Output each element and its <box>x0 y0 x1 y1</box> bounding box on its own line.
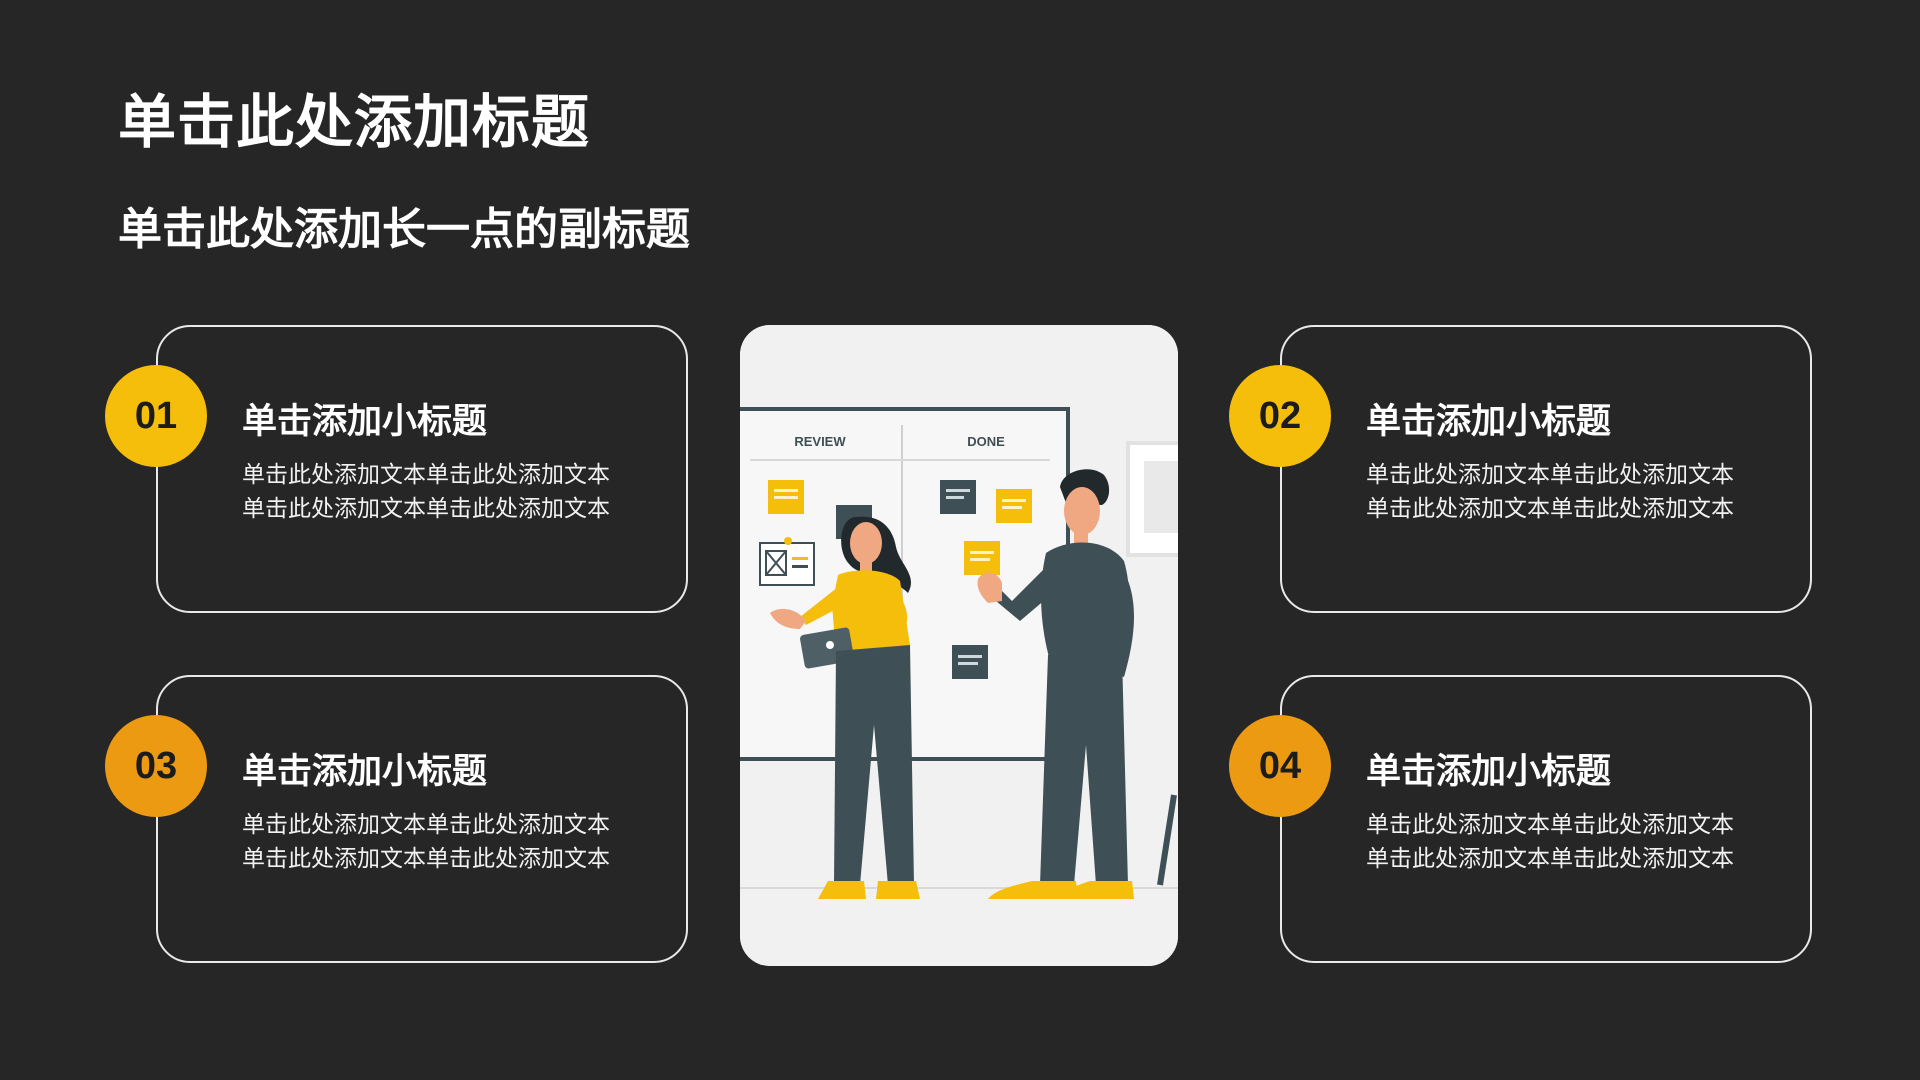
card-02-body-line: 单击此处添加文本单击此处添加文本 <box>1366 462 1734 488</box>
sticky-note-icon <box>768 480 804 514</box>
card-04-number-badge: 04 <box>1229 715 1331 817</box>
sticky-note-icon <box>940 480 976 514</box>
team-kanban-illustration[interactable]: REVIEW DONE <box>740 325 1178 966</box>
card-02-number-badge: 02 <box>1229 365 1331 467</box>
card-03-body[interactable]: 单击此处添加文本单击此处添加文本 单击此处添加文本单击此处添加文本 <box>242 808 642 876</box>
illustration-svg: REVIEW DONE <box>740 325 1178 966</box>
card-02-body[interactable]: 单击此处添加文本单击此处添加文本 单击此处添加文本单击此处添加文本 <box>1366 458 1766 526</box>
card-01-body-line: 单击此处添加文本单击此处添加文本 <box>242 462 610 488</box>
card-04-body[interactable]: 单击此处添加文本单击此处添加文本 单击此处添加文本单击此处添加文本 <box>1366 808 1766 876</box>
card-02[interactable] <box>1280 325 1812 613</box>
card-04-body-line: 单击此处添加文本单击此处添加文本 <box>1366 846 1734 872</box>
card-03-body-line: 单击此处添加文本单击此处添加文本 <box>242 846 610 872</box>
card-03-number-badge: 03 <box>105 715 207 817</box>
card-01-body-line: 单击此处添加文本单击此处添加文本 <box>242 496 610 522</box>
card-02-body-line: 单击此处添加文本单击此处添加文本 <box>1366 496 1734 522</box>
card-02-heading[interactable]: 单击添加小标题 <box>1366 402 1612 442</box>
card-04[interactable] <box>1280 675 1812 963</box>
board-column-done: DONE <box>967 434 1005 449</box>
card-01-number-badge: 01 <box>105 365 207 467</box>
board-column-review: REVIEW <box>794 434 846 449</box>
card-01[interactable] <box>156 325 688 613</box>
sticky-note-icon <box>996 489 1032 523</box>
sticky-note-icon <box>952 645 988 679</box>
card-04-heading[interactable]: 单击添加小标题 <box>1366 752 1612 792</box>
card-01-body[interactable]: 单击此处添加文本单击此处添加文本 单击此处添加文本单击此处添加文本 <box>242 458 642 526</box>
sticky-note-icon <box>964 541 1000 575</box>
slide-subtitle[interactable]: 单击此处添加长一点的副标题 <box>118 204 690 255</box>
slide-title[interactable]: 单击此处添加标题 <box>118 88 591 156</box>
wall-frame-icon <box>1126 441 1178 557</box>
card-01-heading[interactable]: 单击添加小标题 <box>242 402 488 442</box>
image-card-icon <box>759 537 815 586</box>
card-03-body-line: 单击此处添加文本单击此处添加文本 <box>242 812 610 838</box>
card-03[interactable] <box>156 675 688 963</box>
card-04-body-line: 单击此处添加文本单击此处添加文本 <box>1366 812 1734 838</box>
woman-figure <box>770 516 920 899</box>
man-figure <box>977 469 1134 899</box>
card-03-heading[interactable]: 单击添加小标题 <box>242 752 488 792</box>
